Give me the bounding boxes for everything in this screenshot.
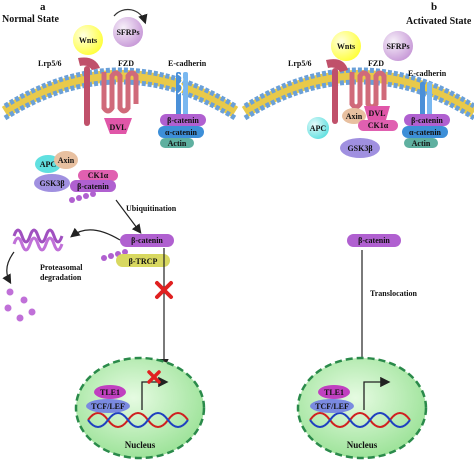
degraded-fragments <box>4 288 36 322</box>
proteasomal-label: Proteasomal <box>40 263 83 272</box>
ck1a-label-b: CK1α <box>368 121 389 130</box>
tle1-label-b: TLE1 <box>324 388 344 397</box>
panel-title-normal: Normal State <box>2 14 59 25</box>
lrp-label-b: Lrp5/6 <box>288 59 312 68</box>
membrane-bcat-complex-b: β-catenin α-catenin Actin <box>402 114 450 148</box>
panel-letter-b: b <box>431 1 437 13</box>
wnts-ligand-b: Wnts <box>331 31 361 61</box>
transcription-arrow-b <box>363 376 391 410</box>
block-x-icon <box>155 281 173 299</box>
dna-helix-b <box>309 412 411 428</box>
svg-text:Actin: Actin <box>412 139 431 148</box>
ck1a-label-a: CK1α <box>88 171 109 180</box>
svg-text:DVL: DVL <box>110 123 127 132</box>
ecadherin-label-b: E-cadherin <box>408 69 447 78</box>
gsk3b-b: GSK3β <box>340 138 380 158</box>
degradation-label: degradation <box>40 273 82 282</box>
nucleus-label-b: Nucleus <box>347 440 378 450</box>
svg-text:SFRPs: SFRPs <box>116 28 139 37</box>
bcat-complex-label-a: β-catenin <box>77 182 109 191</box>
receptor-complex-b: Axin DVL CK1α <box>342 106 398 131</box>
apc-b: APC <box>307 117 329 139</box>
free-bcat-a: β-catenin β-TRCP <box>101 234 174 267</box>
fzd-label-a: FZD <box>118 59 134 68</box>
svg-text:Wnts: Wnts <box>337 42 355 51</box>
axin-label-b: Axin <box>346 112 363 121</box>
svg-text:APC: APC <box>310 124 327 133</box>
panel-letter-a: a <box>40 1 46 13</box>
tle1-label-a: TLE1 <box>100 388 120 397</box>
ecadherin-label-a: E-cadherin <box>168 59 207 68</box>
btrcp-label: β-TRCP <box>129 257 158 266</box>
fzd-receptor-b <box>349 70 387 110</box>
axin-label-a: Axin <box>58 156 75 165</box>
translocation-label: Translocation <box>370 289 418 298</box>
nucleus-a: TLE1 TCF/LEF Nucleus <box>74 356 206 460</box>
sfrps-a: SFRPs <box>113 8 148 47</box>
svg-text:α-catenin: α-catenin <box>409 128 442 137</box>
phosphate-chain-a <box>69 191 96 203</box>
apc-label-a: APC <box>40 160 57 169</box>
destruction-complex-a: APC Axin CK1α GSK3β β-catenin <box>34 151 118 203</box>
gsk3b-label-a: GSK3β <box>39 179 64 188</box>
lrp-label-a: Lrp5/6 <box>38 59 62 68</box>
panel-normal-state: a Normal State Wnts SFRPs Lrp5/6 FZD <box>1 1 239 460</box>
dvl-a: DVL <box>104 118 132 134</box>
dvl-label-b: DVL <box>369 109 386 118</box>
svg-text:SFRPs: SFRPs <box>386 42 409 51</box>
lrp-receptor-b <box>326 59 348 124</box>
nucleus-b: TLE1 TCF/LEF Nucleus <box>296 356 428 460</box>
transcription-block-icon <box>147 370 161 384</box>
lrp-receptor-a <box>78 57 100 126</box>
svg-text:β-catenin: β-catenin <box>131 236 163 245</box>
fzd-label-b: FZD <box>368 59 384 68</box>
svg-text:α-catenin: α-catenin <box>165 128 198 137</box>
svg-text:β-catenin: β-catenin <box>167 116 199 125</box>
ubiquitination-arrow <box>115 199 142 234</box>
svg-text:β-catenin: β-catenin <box>411 116 443 125</box>
membrane-bcat-complex-a: β-catenin α-catenin Actin <box>158 114 206 148</box>
svg-text:β-catenin: β-catenin <box>358 236 390 245</box>
panel-activated-state: b Activated State Wnts SFRPs Lrp5/6 FZD … <box>241 1 474 460</box>
ecadherin-a <box>176 72 188 122</box>
panel-title-activated: Activated State <box>406 16 472 27</box>
degrade-arrow-down <box>2 251 15 285</box>
free-bcat-b: β-catenin <box>347 234 401 247</box>
tcf-label-b: TCF/LEF <box>315 402 349 411</box>
fzd-receptor-a <box>101 70 139 114</box>
degradation-arrow <box>70 227 121 241</box>
dna-helix-a <box>87 412 189 428</box>
wnts-ligand-a: Wnts <box>73 25 103 55</box>
nucleus-label-a: Nucleus <box>125 440 156 450</box>
svg-text:Wnts: Wnts <box>79 36 97 45</box>
tcf-label-a: TCF/LEF <box>91 402 125 411</box>
proteasome-icon <box>12 228 64 252</box>
svg-text:Actin: Actin <box>168 139 187 148</box>
sfrps-b: SFRPs <box>383 31 413 61</box>
ubiquitination-label: Ubiquitination <box>126 204 177 213</box>
svg-text:GSK3β: GSK3β <box>347 144 372 153</box>
